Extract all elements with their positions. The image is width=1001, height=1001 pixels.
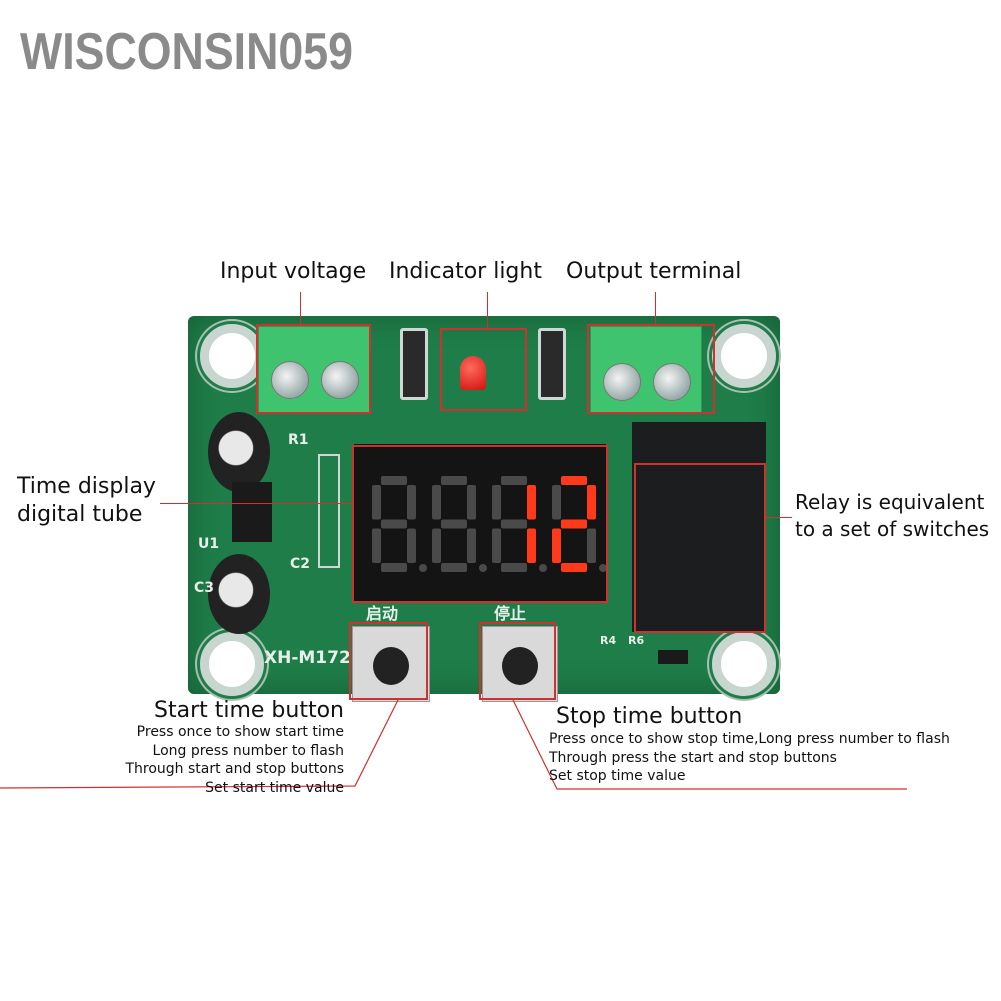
decimal-point [479,564,487,572]
segment-b [527,485,536,520]
stop-button[interactable] [482,626,558,702]
regulator-u1 [232,482,272,542]
output-terminal-block [590,326,702,414]
segment-g [381,519,407,529]
stop-silk: 停止 [494,604,527,623]
indicator-led [460,356,486,390]
segment-e [492,528,501,563]
segment-f [432,485,441,520]
segment-c [467,528,476,563]
indicator-light-label: Indicator light [389,259,542,284]
diode-d2 [538,328,566,400]
leader-line [300,292,301,324]
decimal-point [419,564,427,572]
segment-f [492,485,501,520]
time-display-label: Time display digital tube [17,474,156,527]
stop-title: Stop time button [556,704,743,729]
silk-r4: R4 [600,634,617,647]
segment-a [381,476,407,485]
segment-d [381,563,407,572]
seven-segment-display [354,444,607,602]
segment-c [587,528,596,563]
diode-d1 [400,328,428,400]
transistor-q1 [658,650,688,664]
relay-highlight [634,463,766,633]
leader-line [160,503,352,504]
start-button-highlight [349,622,428,700]
segment-g [441,519,467,529]
segment-g [501,519,527,529]
watermark: WISCONSIN059 [20,23,354,81]
mount-hole [200,324,264,388]
silk-r1: R1 [288,432,309,448]
leader-line [766,517,792,518]
silk-c2: C2 [290,556,311,572]
relay-label: Relay is equivalent to a set of switches [795,490,990,541]
start-silk: 启动 [366,604,399,623]
silk-r6: R6 [628,634,645,647]
leader-line [487,292,488,328]
capacitor-c3 [208,554,270,634]
silk-c3: C3 [194,580,215,596]
stop-button-highlight [479,622,556,700]
segment-c [407,528,416,563]
segment-e [552,528,561,563]
relay [632,422,766,632]
segment-a [501,476,527,485]
segment-b [407,485,416,520]
segment-d [441,563,467,572]
mount-hole [712,324,776,388]
segment-c [527,528,536,563]
input-voltage-label: Input voltage [220,259,367,284]
mount-hole [712,632,776,696]
segment-e [432,528,441,563]
pin-header [318,454,340,568]
input-terminal-highlight [256,324,371,414]
output-terminal-highlight [587,324,715,414]
segment-d [561,563,587,572]
segment-a [441,476,467,485]
segment-a [561,476,587,485]
segment-b [587,485,596,520]
segment-e [372,528,381,563]
output-terminal-label: Output terminal [566,259,742,284]
segment-b [467,485,476,520]
mount-hole [200,632,264,696]
decimal-point [539,564,547,572]
start-button-description: Start time button Press once to show sta… [125,698,344,796]
model-label: XH-M172 [264,648,351,668]
pcb-board: U1 C3 C2 R1 启动 停止 XH-M172 R4 R6 [188,316,780,702]
start-button[interactable] [352,626,430,702]
segment-f [372,485,381,520]
display-digits [372,476,607,572]
input-terminal-block [258,326,370,414]
indicator-highlight [440,328,527,411]
display-highlight [352,445,608,603]
start-title: Start time button [154,698,344,723]
segment-d [501,563,527,572]
silk-u1: U1 [198,536,220,552]
leader-line [655,292,656,324]
capacitor-c1 [208,412,270,492]
decimal-point [599,564,607,572]
segment-g [561,519,587,529]
segment-f [552,485,561,520]
stop-button-description: Press once to show stop time,Long press … [549,731,950,784]
